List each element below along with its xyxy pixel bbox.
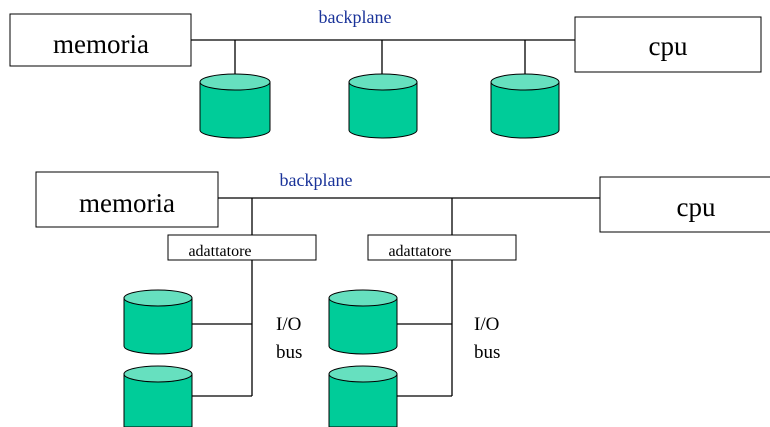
top-disk-3 bbox=[490, 73, 560, 139]
top-diagram: backplane memoria cpu bbox=[9, 7, 762, 139]
top-backplane-label: backplane bbox=[319, 7, 392, 27]
adapter-2-box bbox=[367, 234, 517, 261]
top-memory-box bbox=[9, 13, 192, 67]
bottom-diagram: backplane memoria cpu adattatore adattat… bbox=[35, 170, 770, 427]
bottom-memory-box bbox=[35, 171, 219, 228]
io-bus-1-disk-1 bbox=[123, 289, 193, 355]
top-memory-label: memoria bbox=[53, 29, 149, 59]
io-bus-2-disk-2 bbox=[328, 365, 398, 427]
adapter-2-label: adattatore bbox=[388, 243, 451, 260]
bottom-memory-label: memoria bbox=[79, 188, 175, 218]
io-bus-1-label-line1: I/O bbox=[276, 314, 301, 335]
bottom-backplane-label: backplane bbox=[280, 170, 353, 190]
top-cpu-label: cpu bbox=[649, 31, 688, 61]
bottom-cpu-label: cpu bbox=[677, 192, 716, 222]
adapter-1-label: adattatore bbox=[188, 243, 251, 260]
io-bus-2-label-line2: bus bbox=[474, 342, 500, 363]
top-disk-1 bbox=[199, 73, 271, 139]
io-bus-2-label-line1: I/O bbox=[474, 314, 499, 335]
io-bus-1-label-line2: bus bbox=[276, 342, 302, 363]
bottom-cpu-box bbox=[599, 176, 770, 233]
io-bus-1-disk-2 bbox=[123, 365, 193, 427]
top-cpu-box bbox=[574, 16, 762, 73]
io-bus-2-disk-1 bbox=[328, 289, 398, 355]
top-disk-2 bbox=[348, 73, 418, 139]
adapter-1-box bbox=[167, 234, 317, 261]
